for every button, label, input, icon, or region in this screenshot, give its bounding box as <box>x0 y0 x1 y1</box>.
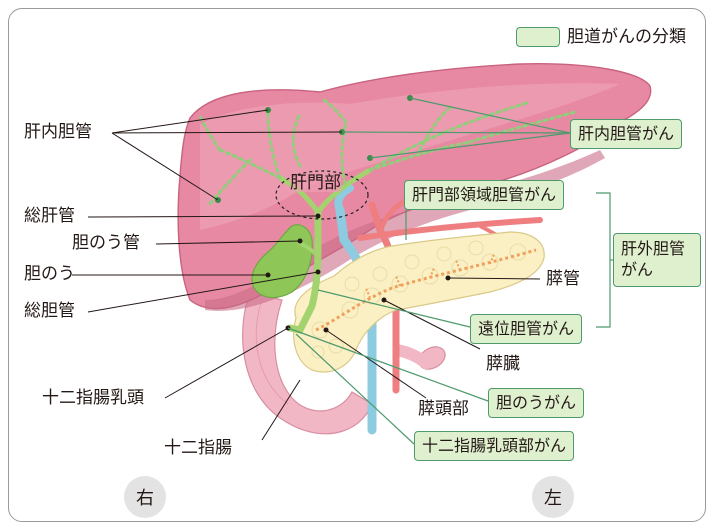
label-papilla: 十二指腸乳頭 <box>42 388 144 408</box>
label-hilum: 肝門部 <box>290 173 341 193</box>
side-marker-left: 左 <box>532 476 574 518</box>
pancreatic-duct <box>315 248 537 332</box>
label-pancreas: 膵臓 <box>486 354 520 374</box>
hepatic-duct-right <box>278 175 320 214</box>
legend-label: 胆道がんの分類 <box>567 27 686 47</box>
anatomy-leader-lines <box>72 109 541 441</box>
box-distal-cancer: 遠位胆管がん <box>470 314 583 345</box>
box-perihilar-cancer: 肝門部領域胆管がん <box>404 180 565 211</box>
pancreas-shape <box>293 231 545 373</box>
label-pancreatic-duct: 膵管 <box>546 269 580 289</box>
label-pancreatic-head: 膵頭部 <box>418 399 469 419</box>
box-intrahepatic-cancer: 肝内胆管がん <box>570 119 683 150</box>
liver-highlight <box>200 83 620 230</box>
label-gallbladder: 胆のう <box>24 264 75 284</box>
intrahepatic-dotted-ducts <box>198 98 577 208</box>
splenic-artery <box>357 217 543 241</box>
hilum-region-outline <box>275 170 369 220</box>
box-ampullary-cancer: 十二指腸乳頭部がん <box>414 431 575 462</box>
common-bile-duct <box>286 208 322 334</box>
gallbladder-shape <box>251 224 313 299</box>
box-extrahepatic-cancer: 肝外胆管がん <box>613 233 701 287</box>
label-cystic-duct: 胆のう管 <box>72 233 140 253</box>
label-duodenum: 十二指腸 <box>164 438 232 458</box>
label-common-hepatic-duct: 総肝管 <box>24 206 75 226</box>
cancer-leader-lines <box>287 97 614 445</box>
duodenum-inner-fold <box>255 299 289 405</box>
portal-vein-branch <box>334 184 354 214</box>
label-common-bile-duct: 総胆管 <box>24 301 75 321</box>
legend-swatch <box>516 27 560 47</box>
label-intrahepatic-duct: 肝内胆管 <box>24 122 92 142</box>
box-gallbladder-cancer: 胆のうがん <box>488 388 585 419</box>
side-marker-right: 右 <box>124 476 166 518</box>
pancreatic-duct-branches <box>365 253 495 299</box>
artery-branch-2 <box>377 197 408 233</box>
